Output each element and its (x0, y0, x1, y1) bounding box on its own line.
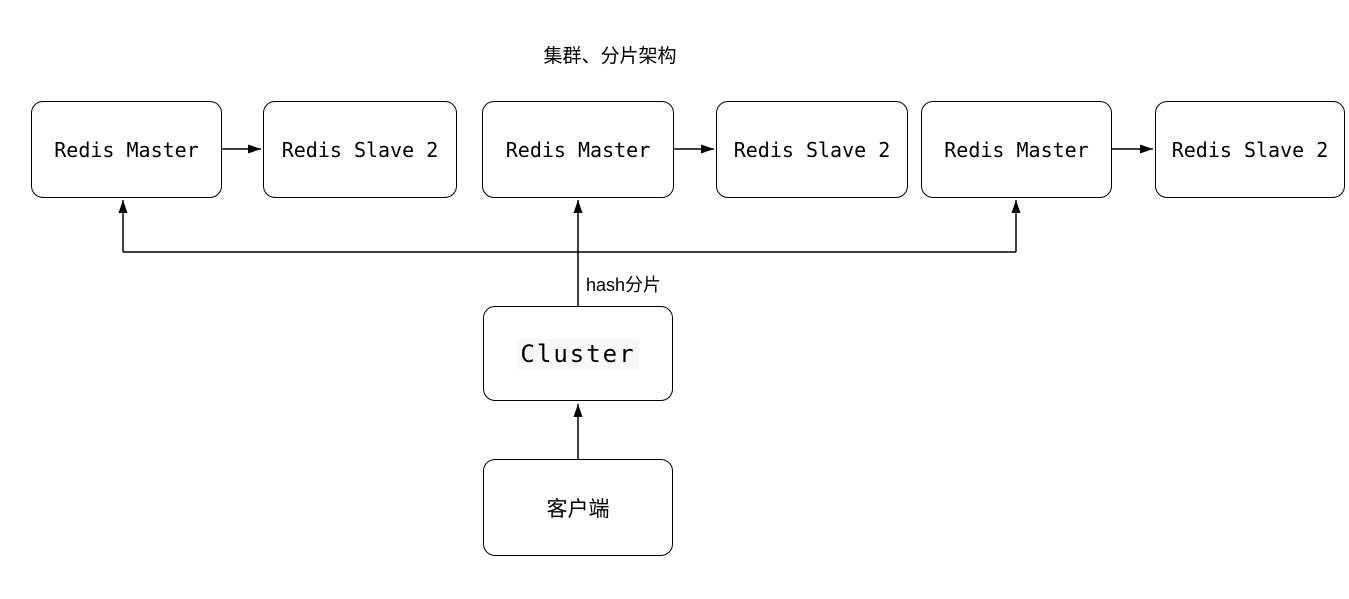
node-shard1-master: Redis Master (31, 101, 222, 198)
node-shard2-master-label: Redis Master (505, 137, 651, 162)
node-client: 客户端 (483, 459, 673, 556)
node-shard1-master-label: Redis Master (54, 137, 199, 162)
node-shard3-slave-label: Redis Slave 2 (1171, 137, 1329, 162)
node-client-label: 客户端 (546, 497, 610, 521)
node-shard1-slave: Redis Slave 2 (263, 101, 457, 198)
node-shard2-slave: Redis Slave 2 (716, 101, 908, 198)
node-shard2-master: Redis Master (482, 101, 674, 198)
node-shard1-slave-label: Redis Slave 2 (281, 137, 439, 162)
node-cluster: Cluster (483, 306, 673, 401)
node-shard3-master-label: Redis Master (944, 137, 1089, 162)
hash-shard-edge-label: hash分片 (586, 271, 662, 297)
diagram-title: 集群、分片架构 (543, 46, 677, 67)
node-shard3-slave: Redis Slave 2 (1155, 101, 1345, 198)
node-cluster-label: Cluster (517, 338, 639, 369)
node-shard2-slave-label: Redis Slave 2 (733, 137, 891, 162)
node-shard3-master: Redis Master (921, 101, 1112, 198)
